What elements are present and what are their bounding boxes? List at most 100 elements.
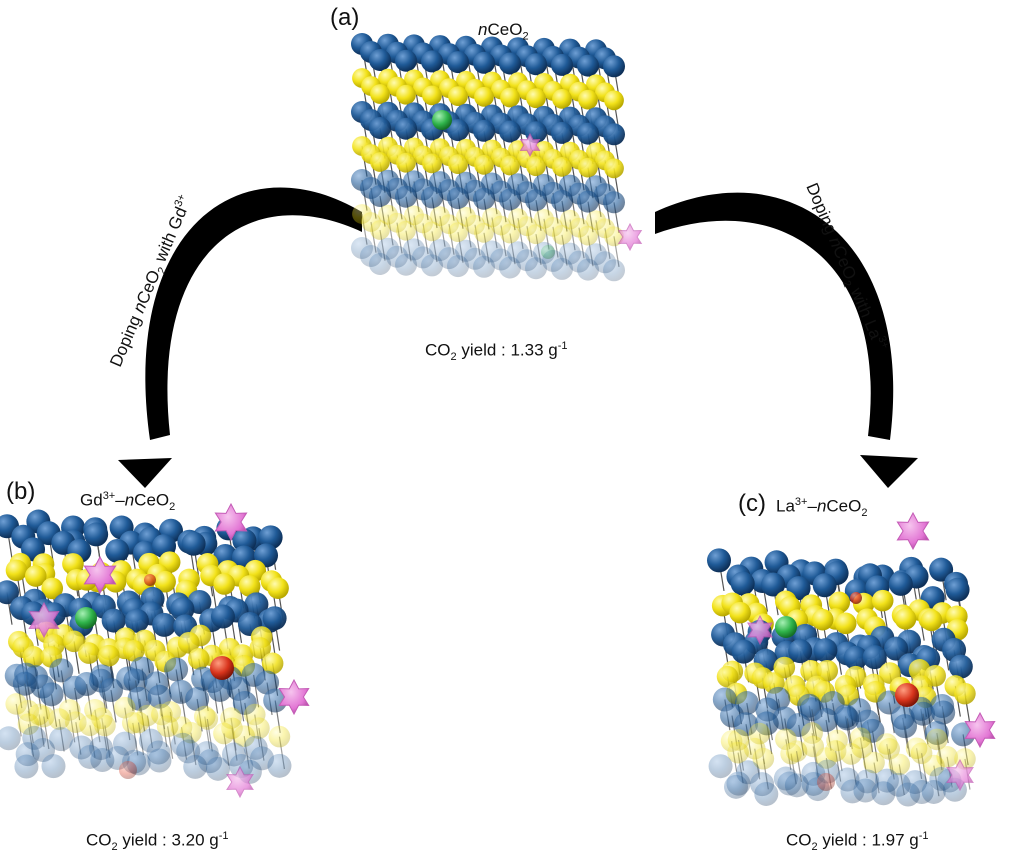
ce-atom bbox=[871, 781, 896, 806]
co2-yield-a: CO2 yield : 1.33 g-1 bbox=[425, 340, 568, 364]
o-atom bbox=[78, 642, 100, 664]
ce-atom bbox=[577, 258, 599, 281]
o-atom bbox=[41, 577, 64, 600]
o-atom bbox=[98, 644, 120, 667]
ce-atom bbox=[183, 754, 208, 779]
co2-yield-b: CO2 yield : 3.20 g-1 bbox=[86, 830, 229, 854]
o-atom bbox=[500, 223, 520, 244]
ce-atom bbox=[255, 670, 280, 695]
dopant-star-icon bbox=[226, 765, 254, 799]
o-atom bbox=[716, 665, 739, 688]
ce-atom bbox=[884, 636, 909, 661]
ce-atom bbox=[893, 714, 918, 739]
ce-atom bbox=[603, 191, 625, 214]
o-atom bbox=[249, 637, 272, 659]
o-atom bbox=[578, 157, 598, 178]
o-atom bbox=[752, 747, 775, 770]
dopant-red-atom bbox=[817, 773, 835, 791]
o-atom bbox=[834, 612, 857, 635]
o-atom bbox=[863, 751, 885, 774]
ce-atom bbox=[784, 773, 809, 798]
ce-atom bbox=[74, 672, 99, 697]
o-atom bbox=[261, 652, 284, 675]
o-atom bbox=[396, 220, 416, 241]
ce-atom bbox=[447, 255, 469, 278]
ce-atom bbox=[84, 522, 109, 547]
ce-atom bbox=[862, 645, 887, 670]
arrow-head-icon bbox=[118, 458, 172, 488]
ce-atom bbox=[49, 658, 74, 683]
ce-atom bbox=[499, 256, 521, 279]
ce-atom bbox=[421, 50, 443, 73]
o-atom bbox=[552, 89, 572, 109]
ce-atom bbox=[888, 571, 913, 596]
ce-atom bbox=[185, 687, 210, 712]
o-atom bbox=[213, 722, 235, 745]
ce-atom bbox=[754, 781, 779, 806]
ce-atom bbox=[395, 117, 417, 140]
ce-atom bbox=[525, 189, 547, 212]
o-atom bbox=[926, 728, 948, 751]
dopant-star-icon bbox=[519, 132, 541, 158]
dopant-star-icon bbox=[278, 678, 310, 716]
dopant-star-icon bbox=[617, 222, 643, 252]
o-atom bbox=[526, 224, 546, 245]
o-atom bbox=[127, 711, 150, 734]
dopant-red-atom bbox=[850, 592, 862, 604]
o-atom bbox=[773, 656, 796, 679]
ce-atom bbox=[921, 779, 946, 804]
ce-atom bbox=[207, 677, 232, 702]
o-atom bbox=[156, 715, 179, 738]
ce-atom bbox=[105, 538, 130, 563]
o-atom bbox=[448, 86, 468, 106]
ce-atom bbox=[369, 117, 391, 139]
ce-atom bbox=[708, 754, 733, 779]
ce-atom bbox=[210, 604, 235, 629]
o-atom bbox=[370, 152, 390, 172]
o-atom bbox=[888, 753, 911, 776]
o-atom bbox=[604, 158, 624, 179]
ce-atom bbox=[577, 54, 599, 77]
ce-atom bbox=[263, 688, 288, 713]
o-atom bbox=[196, 708, 219, 730]
ce-atom bbox=[499, 120, 521, 143]
ce-atom bbox=[181, 531, 206, 556]
crystal-ceo2-undoped bbox=[351, 33, 643, 282]
dopant-red-atom bbox=[895, 683, 919, 707]
o-atom bbox=[785, 740, 808, 763]
o-atom bbox=[474, 154, 494, 175]
o-atom bbox=[448, 222, 468, 243]
ce-atom bbox=[551, 257, 573, 280]
o-atom bbox=[526, 88, 546, 109]
o-atom bbox=[604, 90, 624, 111]
dopant-star-icon bbox=[83, 555, 117, 595]
ce-atom bbox=[41, 754, 66, 779]
dopant-star-icon bbox=[896, 511, 930, 551]
panel-title-a: nCeO2 bbox=[478, 20, 529, 43]
o-atom bbox=[187, 648, 210, 670]
ce-atom bbox=[577, 122, 599, 145]
ce-atom bbox=[896, 782, 921, 807]
o-atom bbox=[816, 659, 839, 682]
ce-atom bbox=[49, 727, 74, 752]
o-atom bbox=[474, 222, 494, 243]
ce-atom bbox=[551, 53, 573, 76]
ce-atom bbox=[147, 748, 172, 773]
o-atom bbox=[213, 573, 236, 595]
dopant-green-atom bbox=[541, 245, 555, 259]
o-atom bbox=[370, 84, 390, 104]
o-atom bbox=[238, 575, 261, 597]
arrow-head-icon bbox=[860, 455, 918, 488]
o-atom bbox=[422, 85, 442, 106]
ce-atom bbox=[840, 779, 865, 804]
o-atom bbox=[370, 220, 390, 240]
ce-atom bbox=[473, 255, 495, 278]
o-atom bbox=[526, 156, 546, 177]
o-atom bbox=[920, 609, 943, 632]
o-atom bbox=[48, 708, 70, 730]
co2-yield-c: CO2 yield : 1.97 g-1 bbox=[786, 830, 929, 854]
o-atom bbox=[727, 741, 749, 764]
o-atom bbox=[268, 725, 291, 748]
ce-atom bbox=[101, 608, 126, 633]
ce-atom bbox=[473, 51, 495, 74]
